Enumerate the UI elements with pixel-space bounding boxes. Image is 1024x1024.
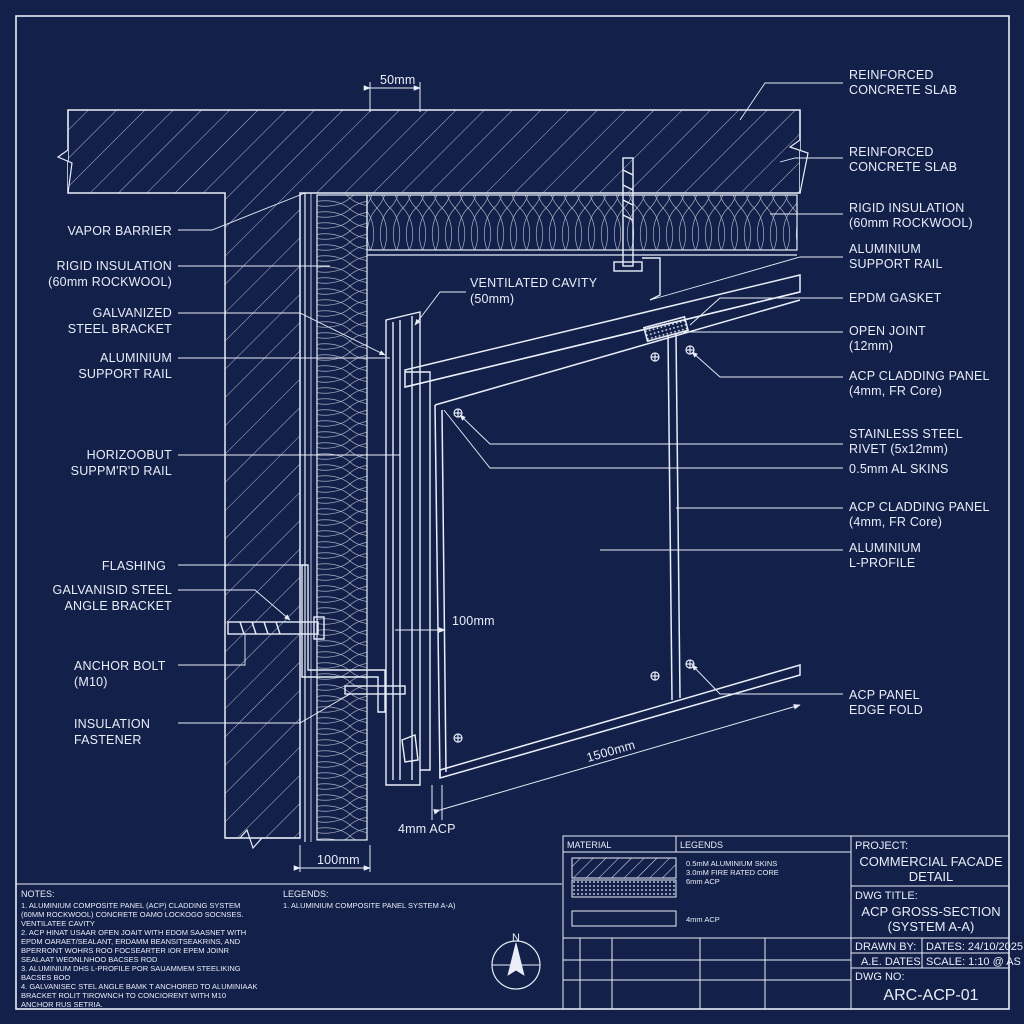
drawn-by-label: DRAWN BY: (855, 941, 916, 953)
legend-col-legends: LEGENDS (680, 840, 723, 850)
support-rail (385, 311, 431, 786)
title-block (850, 835, 1010, 1010)
acp-panel (404, 274, 801, 779)
dwg-title-label: DWG TITLE: (855, 890, 918, 902)
dimension-acp-thickness: 4mm ACP (398, 822, 456, 836)
legend-swatch-hatch (571, 857, 677, 879)
label-rigid-insulation-right: RIGID INSULATION(60mm ROCKWOOL) (849, 201, 973, 230)
label-anchor-bolt: ANCHOR BOLT(M10) (74, 659, 166, 689)
notes-heading: NOTES: (21, 889, 55, 899)
dwg-no-label: DWG NO: (855, 971, 905, 983)
dimension-bottom-cavity: 100mm (317, 853, 360, 867)
concrete-structure (56, 109, 809, 850)
rockwool-insulation (304, 193, 798, 842)
label-acp-panel-1: ACP CLADDING PANEL(4mm, FR Core) (849, 369, 990, 398)
label-rigid-insulation-left: RIGID INSULATION(60mm ROCKWOOL) (48, 259, 172, 289)
drawn-by-value: A.E. DATES (861, 956, 921, 968)
threaded-rod (613, 157, 661, 301)
north-label: N (512, 932, 520, 944)
label-al-skins: 0.5mm AL SKINS (849, 462, 949, 476)
label-flashing: FLASHING (102, 559, 166, 573)
dimension-lines (293, 82, 801, 872)
right-leader-lines (443, 82, 843, 695)
date-field: DATES:24/10/2025 (926, 941, 1023, 953)
label-epdm-gasket: EPDM GASKET (849, 291, 942, 305)
project-label: PROJECT: (855, 840, 908, 852)
legend-row-1: 0.5mM ALUMINIUM SKINS 3.0mM FIRE RATED C… (686, 859, 781, 886)
dwg-title: ACP GROSS-SECTION(SYSTEM A-A) (861, 904, 1000, 934)
center-leader-line (414, 291, 466, 326)
legends-notes-body: 1. ALUMINIUM COMPOSITE PANEL SYSTEM A-A) (283, 901, 456, 910)
label-acp-panel-2: ACP CLADDING PANEL(4mm, FR Core) (849, 500, 990, 529)
notes-body: 1. ALUMINIUM COMPOSITE PANEL (ACP) CLADD… (21, 901, 260, 1009)
anchor-bolt (227, 564, 406, 713)
legend-row-2: 4mm ACP (686, 915, 720, 924)
dwg-no-value: ARC-ACP-01 (883, 987, 978, 1004)
legends-notes-heading: LEGENDS: (283, 889, 329, 899)
dimension-rail-spacing: 100mm (452, 614, 495, 628)
dimension-panel-length: 1500mm (585, 738, 637, 765)
legend-swatch-acp (571, 910, 677, 927)
rivet (453, 345, 695, 743)
scale-field: SCALE:1:10 @ AS (926, 956, 1021, 968)
sheet-border (15, 15, 1010, 1010)
label-open-joint: OPEN JOINT(12mm) (849, 324, 926, 353)
label-vapor-barrier: VAPOR BARRIER (68, 224, 172, 238)
legend-swatch-core (571, 879, 677, 898)
legend-col-material: MATERIAL (567, 840, 611, 850)
dimension-top-cavity: 50mm (380, 73, 416, 87)
left-leader-lines (178, 192, 400, 724)
label-ventilated-cavity: VENTILATED CAVITY(50mm) (470, 276, 598, 306)
north-arrow-icon (491, 940, 541, 990)
